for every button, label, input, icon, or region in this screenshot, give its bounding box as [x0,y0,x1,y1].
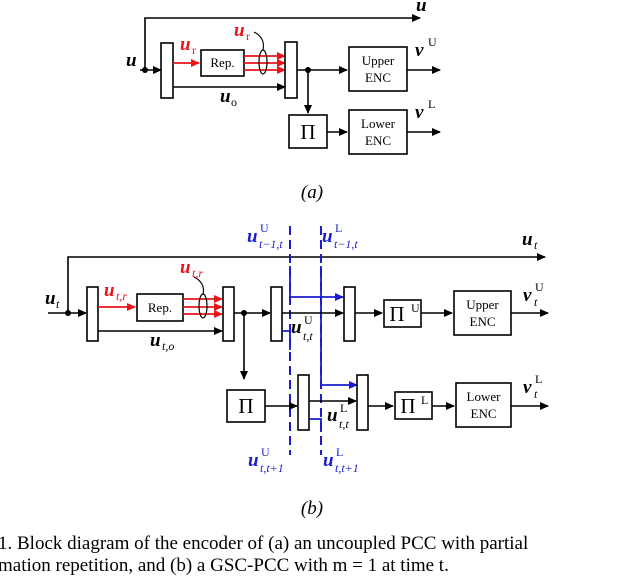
b-cur-upper-label: u [291,317,302,338]
a-upper-enc-line1: Upper [362,53,395,68]
b-v-upper-label: v [523,285,532,306]
b-cur-lower-label: u [327,405,338,426]
a-upper-enc-line2: ENC [365,70,391,85]
b-other-label: u [150,330,161,351]
a-split-dot [142,67,148,73]
a-interleaver-label: Π [300,120,315,144]
b-lower-mux [356,374,369,431]
figure-caption-line1: 1. Block diagram of the encoder of (a) a… [0,533,528,554]
b-next-upper-sub: t,t+1 [260,461,284,475]
b-prev-upper-label: u [247,226,258,247]
diagram-b: u t u t u t,r Rep. u t,r u t,o [45,221,549,519]
b-upper-enc-line2: ENC [470,314,496,329]
b-next-upper-label: u [248,450,259,471]
b-repeated-out-sub: t,r [192,266,203,280]
b-combiner [222,286,235,342]
a-v-upper-label: v [415,40,424,61]
b-v-lower-label: v [523,377,532,398]
b-top-bypass-line [67,253,546,313]
a-lower-enc-line1: Lower [361,116,396,131]
b-upper-demux [270,286,283,342]
b-split-dot [65,310,71,316]
b-lower-next-line [309,418,322,432]
b-prev-lower-label: u [322,226,333,247]
b-prev-upper-line [289,266,344,301]
b-bundle-pointer [193,276,204,295]
b-next-upper-sup: U [261,445,270,459]
b-repeated-sub: t,r [116,289,127,303]
b-interleaver-u-label: Π [389,302,404,326]
a-splitter [160,42,174,99]
b-interleaver-l [394,391,433,420]
b-input-sub: t [56,297,60,311]
a-input-label: u [126,50,137,71]
a-lower-enc-line2: ENC [365,133,391,148]
b-top-output-sub: t [534,238,538,252]
a-rep-block [200,49,245,77]
b-interleaver-l-label: Π [400,394,415,418]
b-lower-demux [297,374,310,431]
b-cur-lower-sub: t,t [339,417,349,431]
a-v-lower-label: v [415,102,424,123]
b-upper-next-line [282,330,291,350]
b-interleaver-l-sup: L [421,393,428,407]
b-lower-enc-line1: Lower [467,389,502,404]
b-interleaver-u-sup: U [411,301,420,315]
b-cur-upper-sub: t,t [303,329,313,343]
b-other-sub: t,o [162,339,174,353]
a-repeated-sub: r [192,43,196,57]
a-v-upper-sup: U [428,35,437,49]
b-prev-lower-sup: L [335,221,342,235]
a-top-bypass-line [144,14,421,70]
b-caption-label: (b) [301,498,323,519]
a-bundle-pointer [253,31,264,51]
b-prev-upper-sup: U [260,221,269,235]
b-v-upper-sup: U [535,280,544,294]
a-combiner [284,41,298,99]
b-upper-enc [453,290,512,336]
b-repeated-out-label: u [180,257,191,278]
a-v-lower-sup: L [428,97,435,111]
a-caption-label: (a) [301,182,323,203]
b-rep-label: Rep. [148,300,172,315]
b-upper-enc-line1: Upper [466,297,499,312]
a-upper-enc [348,46,408,92]
b-cur-lower-sup: L [340,401,347,415]
b-repeated-label: u [104,280,115,301]
b-v-lower-sup: L [535,372,542,386]
b-v-lower-sub: t [534,387,538,401]
b-lower-enc [455,382,512,428]
b-cur-upper-sup: U [304,313,313,327]
b-next-lower-label: u [323,450,334,471]
b-next-lower-sub: t,t+1 [335,461,359,475]
b-upper-mux [343,286,356,342]
a-other-label: u [220,86,231,107]
b-prev-lower-sub: t−1,t [334,237,358,251]
b-top-output-label: u [522,229,533,250]
a-repeated-out-sub: r [246,29,250,43]
b-splitter [86,286,99,342]
b-interleaver-label: Π [238,394,253,418]
a-repeated-out-label: u [234,20,245,41]
a-top-output-label: u [416,0,427,16]
a-other-sub: o [231,95,237,109]
b-prev-lower-line [320,266,358,389]
b-input-label: u [45,288,56,309]
a-rep-label: Rep. [210,55,234,70]
figure-caption-line2: mation repetition, and (b) a GSC-PCC wit… [0,555,449,576]
b-v-upper-sub: t [534,295,538,309]
diagram-a: u u u r Rep. u r u o Upper ENC [126,0,441,203]
a-repeated-label: u [180,34,191,55]
b-next-lower-sup: L [336,445,343,459]
b-prev-upper-sub: t−1,t [259,237,283,251]
b-lower-enc-line2: ENC [471,406,497,421]
